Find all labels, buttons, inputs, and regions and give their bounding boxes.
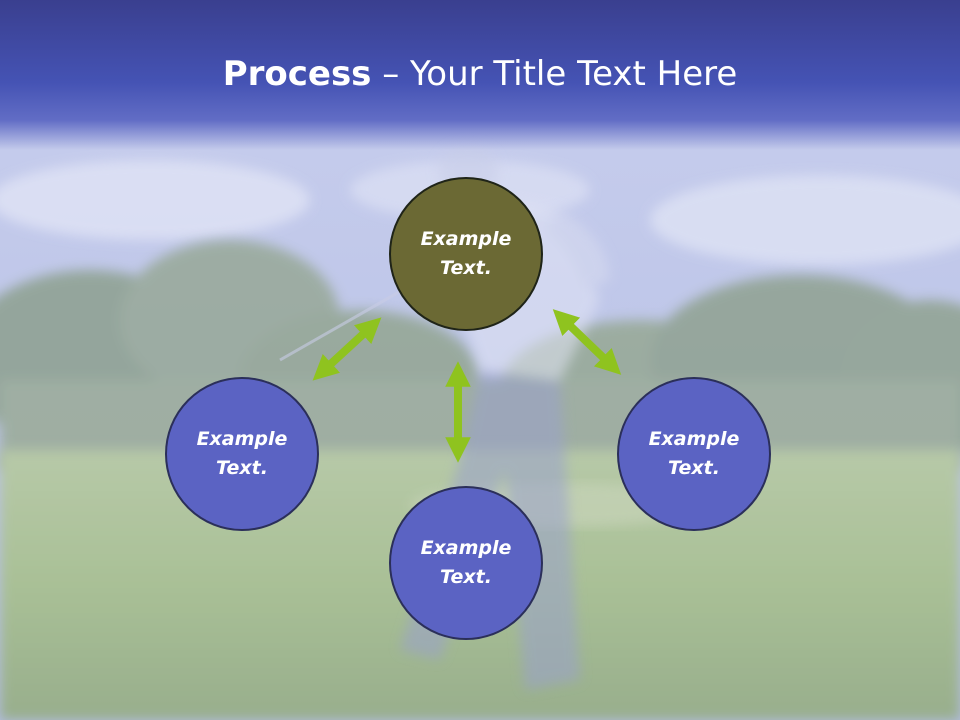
node-right-label: Example Text. (648, 428, 740, 479)
node-bottom-label: Example Text. (420, 537, 512, 588)
node-right[interactable]: Example Text. (617, 377, 771, 531)
node-top-label: Example Text. (420, 228, 512, 279)
node-left-label: Example Text. (196, 428, 288, 479)
node-bottom[interactable]: Example Text. (389, 486, 543, 640)
slide-title[interactable]: Process – Your Title Text Here (0, 52, 960, 96)
arrow-top-right (552, 309, 622, 375)
title-rest: – Your Title Text Here (371, 54, 738, 94)
node-top[interactable]: Example Text. (389, 177, 543, 331)
arrow-top-left (312, 317, 382, 381)
title-bold: Process (222, 54, 372, 94)
node-left[interactable]: Example Text. (165, 377, 319, 531)
title-band (0, 0, 960, 150)
